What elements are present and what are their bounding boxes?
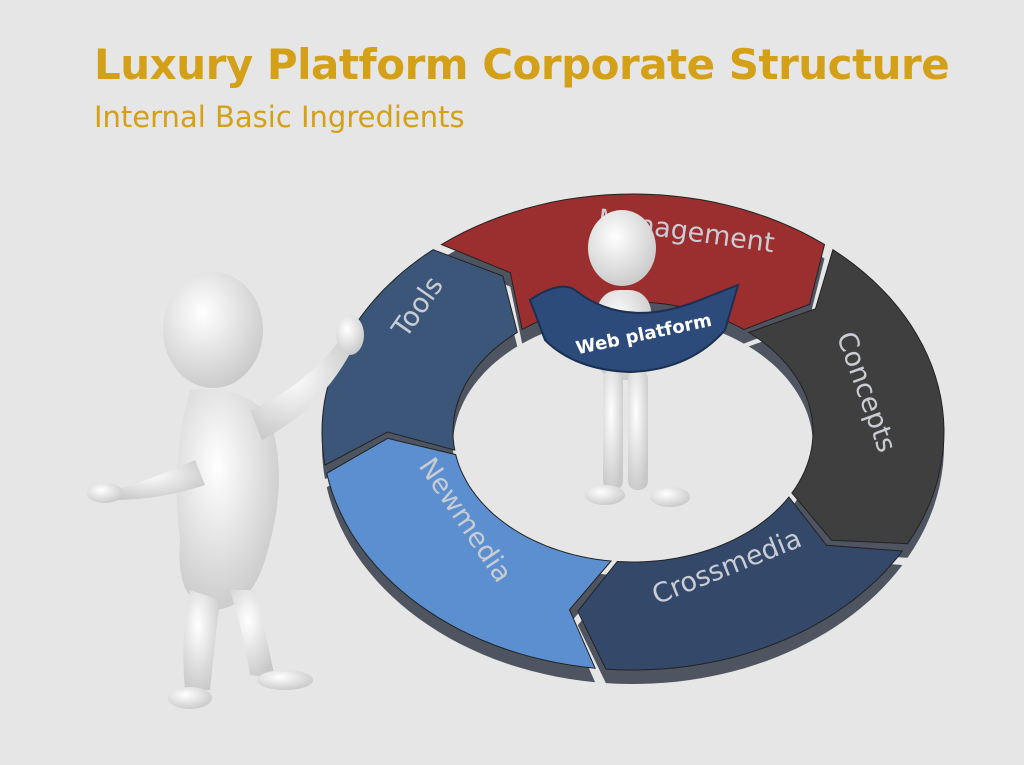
slide-subtitle: Internal Basic Ingredients [94, 100, 465, 134]
segment-newmedia [326, 437, 613, 669]
slide-title: Luxury Platform Corporate Structure [94, 40, 950, 89]
segment-concepts [747, 248, 945, 545]
presenter-figure [87, 272, 364, 709]
segment-crossmedia [577, 496, 904, 671]
web-platform-banner: Web platform [528, 283, 740, 374]
